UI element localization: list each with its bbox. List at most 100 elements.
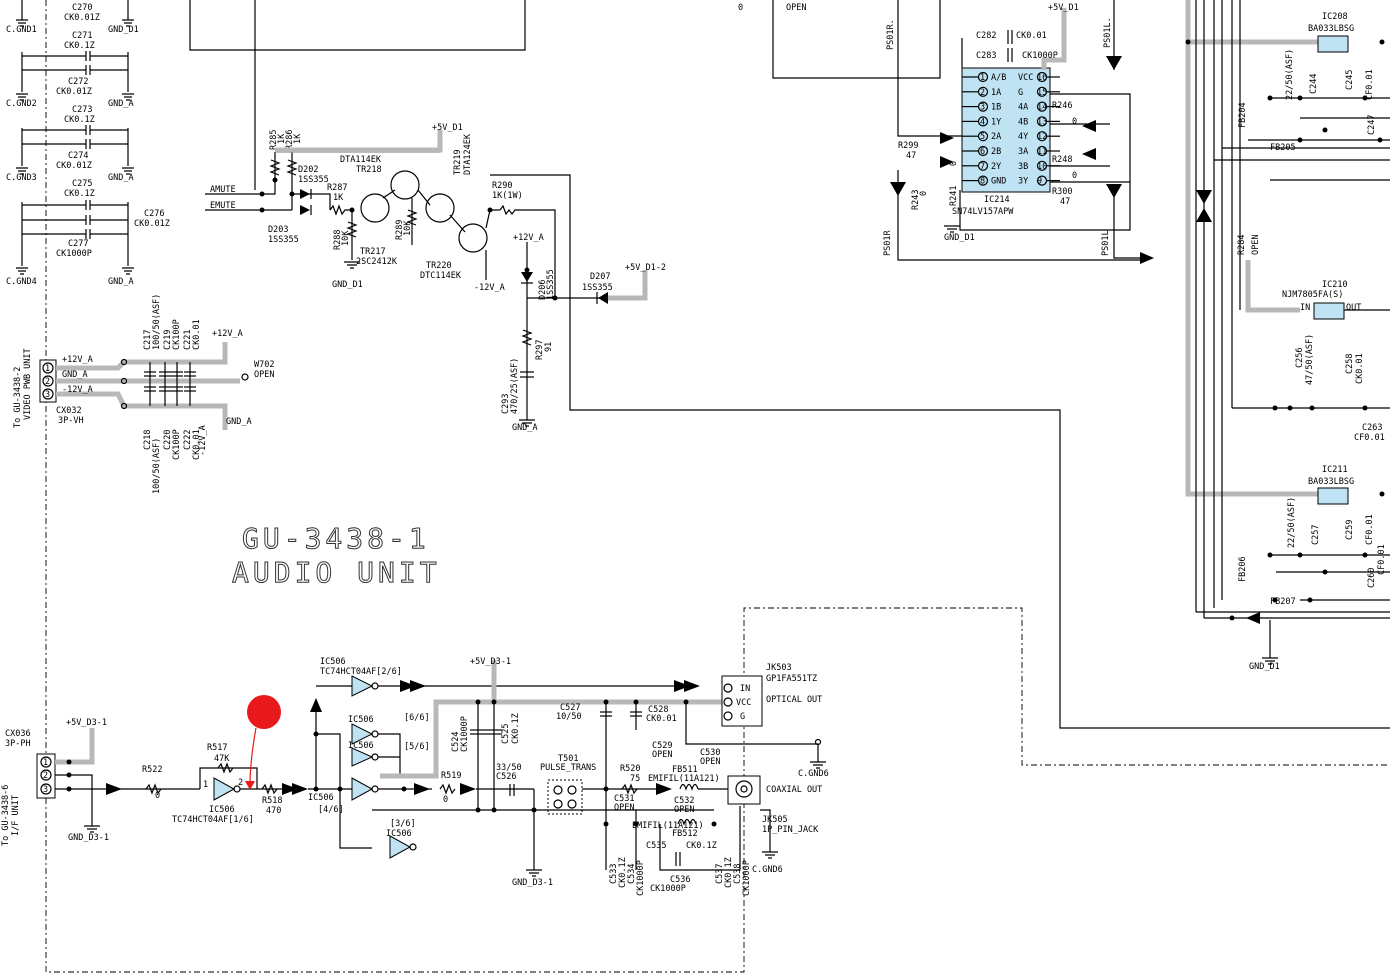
ic210-body — [1313, 302, 1345, 320]
ic214-pin-name: 2B — [991, 147, 1001, 157]
c263-val: CF0.01 — [1354, 433, 1385, 443]
ic506-num: [6/6] — [404, 713, 430, 723]
d202-label: D202 — [298, 165, 318, 175]
jk503-pin: G — [740, 712, 745, 722]
r297-val: 91 — [544, 342, 554, 352]
jk505-desc: COAXIAL OUT — [766, 785, 822, 795]
c293-label: C293 — [501, 394, 511, 414]
jk503-desc: OPTICAL OUT — [766, 695, 822, 705]
ic214-pin-name: GND — [991, 177, 1006, 187]
ic506-part: TC74HCT04AF[1/6] — [172, 815, 254, 825]
out-label: OUT — [1346, 303, 1361, 313]
v12a-label: +12V_A — [212, 329, 243, 339]
ic214-pin-num: 11 — [1037, 147, 1047, 157]
c528-val: CK0.01 — [646, 714, 677, 724]
ic214-pin-circle — [1036, 71, 1048, 83]
r522-label: R522 — [142, 765, 162, 775]
d207-label: D207 — [590, 272, 610, 282]
c259-label: C259 — [1345, 520, 1355, 540]
ic506-label: IC506 — [348, 715, 374, 725]
ic214-pin-num: 10 — [1037, 162, 1047, 172]
gnd-d3-label: GND_D3-1 — [68, 833, 109, 843]
jk505-body — [727, 775, 761, 805]
gnd-d31-label: GND_D3-1 — [512, 878, 553, 888]
inverter-ic506-5 — [351, 723, 374, 745]
v5d3-label: +5V_D3-1 — [470, 657, 511, 667]
r289-label: R289 — [395, 220, 405, 240]
d206-val: 1SS355 — [546, 269, 556, 300]
fb207-label: FB207 — [1270, 597, 1296, 607]
c283-label: C283 — [976, 51, 996, 61]
c526-val: 33/50 — [496, 763, 522, 773]
jk505-part: 1P_PIN_JACK — [762, 825, 819, 835]
r286-val: 1K — [293, 133, 303, 144]
r520-label: R520 — [620, 764, 640, 774]
v5d3-label: +5V_D3-1 — [66, 718, 107, 728]
w702-val: OPEN — [254, 370, 274, 380]
r517-label: R517 — [207, 743, 227, 753]
ic214-pin-num: 13 — [1037, 117, 1047, 127]
cx032-label: CX032 — [56, 406, 82, 416]
c538-val: CK1000P — [742, 860, 752, 896]
c256-label: C256 — [1295, 348, 1305, 368]
c257-val: 22/50(ASF) — [1287, 497, 1297, 548]
annotation-marker — [245, 695, 281, 790]
ic214-pin-circle — [1036, 160, 1048, 171]
d206-label: D206 — [538, 280, 548, 300]
ps01l-label: PS01L — [1101, 230, 1111, 256]
r243-val: 0 — [919, 191, 929, 196]
r246-label: R246 — [1052, 101, 1072, 111]
ic214-pin-circle — [977, 116, 989, 127]
gnd-label: GND_D1 — [944, 233, 975, 243]
ps01l-top: PS01L. — [1103, 17, 1113, 48]
jk503-part: GP1FA551TZ — [766, 674, 817, 684]
tr217-label: TR217 — [360, 247, 386, 257]
cap-label: C277 — [68, 239, 88, 249]
ic214-pin-circle — [977, 175, 989, 186]
ic211-body — [1317, 487, 1349, 505]
ic214-pin-name: 3A — [1018, 147, 1028, 157]
board-title: GU-3438-1 AUDIO UNIT — [232, 522, 438, 590]
gnd-label: C.GND2 — [6, 99, 37, 109]
c533-val: CK0.1Z — [618, 857, 628, 888]
inverter-ic506-3 — [389, 835, 412, 859]
open-label: OPEN — [786, 3, 806, 13]
cap-value: CK0.1Z — [64, 115, 95, 125]
gnd-d1-label: GND_D1 — [332, 280, 363, 290]
audio-junctions — [313, 699, 717, 827]
ic210-part: NJM7805FA(S) — [1282, 290, 1343, 300]
fb206-label: FB206 — [1238, 556, 1248, 582]
dest-label: VIDEO PWB UNIT — [23, 348, 33, 420]
jk503-pin: IN — [740, 684, 750, 694]
r287-label: R287 — [327, 183, 347, 193]
cx032-type: 3P-VH — [58, 416, 84, 426]
c258-val: CK0.01 — [1355, 353, 1365, 384]
c534-val: CK1000P — [636, 860, 646, 896]
c260-val: CF0.01 — [1377, 544, 1387, 575]
cap-label: C275 — [72, 179, 92, 189]
c219-val: CK100P — [172, 319, 182, 350]
ic214-label: IC214 — [984, 195, 1010, 205]
ic506-label: IC506 — [320, 657, 346, 667]
jk503-pin: VCC — [736, 698, 751, 708]
c530-label: C530 — [700, 748, 720, 758]
c293-val: 470/25(ASF) — [510, 358, 520, 414]
c536-val: CK1000P — [650, 884, 686, 894]
c217-label: C217 — [143, 330, 153, 350]
c524-label: C524 — [451, 732, 461, 752]
ic214-pin-name: VCC — [1018, 73, 1033, 83]
c244-label: C244 — [1309, 74, 1319, 94]
ic211-label: IC211 — [1322, 465, 1348, 475]
in-label: IN — [1300, 303, 1310, 313]
fb205-label: FB205 — [1270, 143, 1296, 153]
tr219-label: TR219 — [453, 149, 463, 175]
c524-val: CK1000P — [460, 716, 470, 752]
ic506-label: IC506 — [209, 805, 235, 815]
m12a-label: -12V_A — [198, 425, 208, 456]
c538-label: C538 — [733, 864, 743, 884]
c222-label: C222 — [183, 430, 193, 450]
ic214-pin-name: 3Y — [1018, 177, 1028, 187]
pin-num-1: 1 — [203, 780, 208, 790]
ic214-pin-num: 2 — [980, 88, 985, 98]
r241-label: R241 — [949, 186, 959, 206]
